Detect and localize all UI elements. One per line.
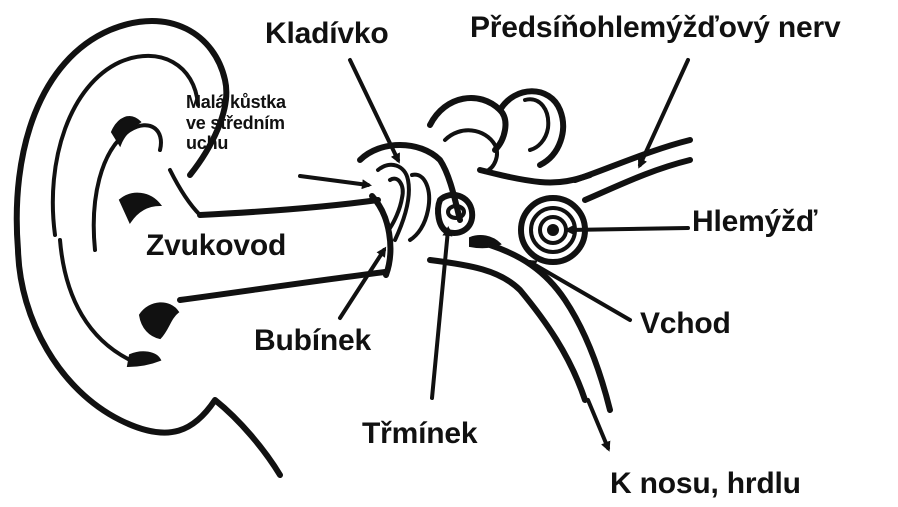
auricle-outline [13,17,283,478]
label-eustachian-tube: K nosu, hrdlu [610,467,801,500]
label-ear-canal: Zvukovod [146,229,287,262]
middle-ear [357,142,502,249]
ear-canal [177,197,388,303]
eardrum-shape [369,193,394,278]
vestibule-and-nerve [477,137,693,203]
eustachian-tube [427,242,613,413]
label-vestibulocochlear-nerve: Předsíňohlemýžďový nerv [470,11,841,44]
label-eardrum: Bubínek [254,324,371,357]
label-ossicle: Malá kůstka ve středním uchu [186,92,286,154]
semicircular-canals [427,88,567,174]
label-cochlea: Hlemýžď [692,205,818,238]
leader-lines [298,58,690,452]
label-malleus: Kladívko [265,17,389,50]
label-stapes: Třmínek [362,417,478,450]
label-vestibule: Vchod [640,307,731,340]
